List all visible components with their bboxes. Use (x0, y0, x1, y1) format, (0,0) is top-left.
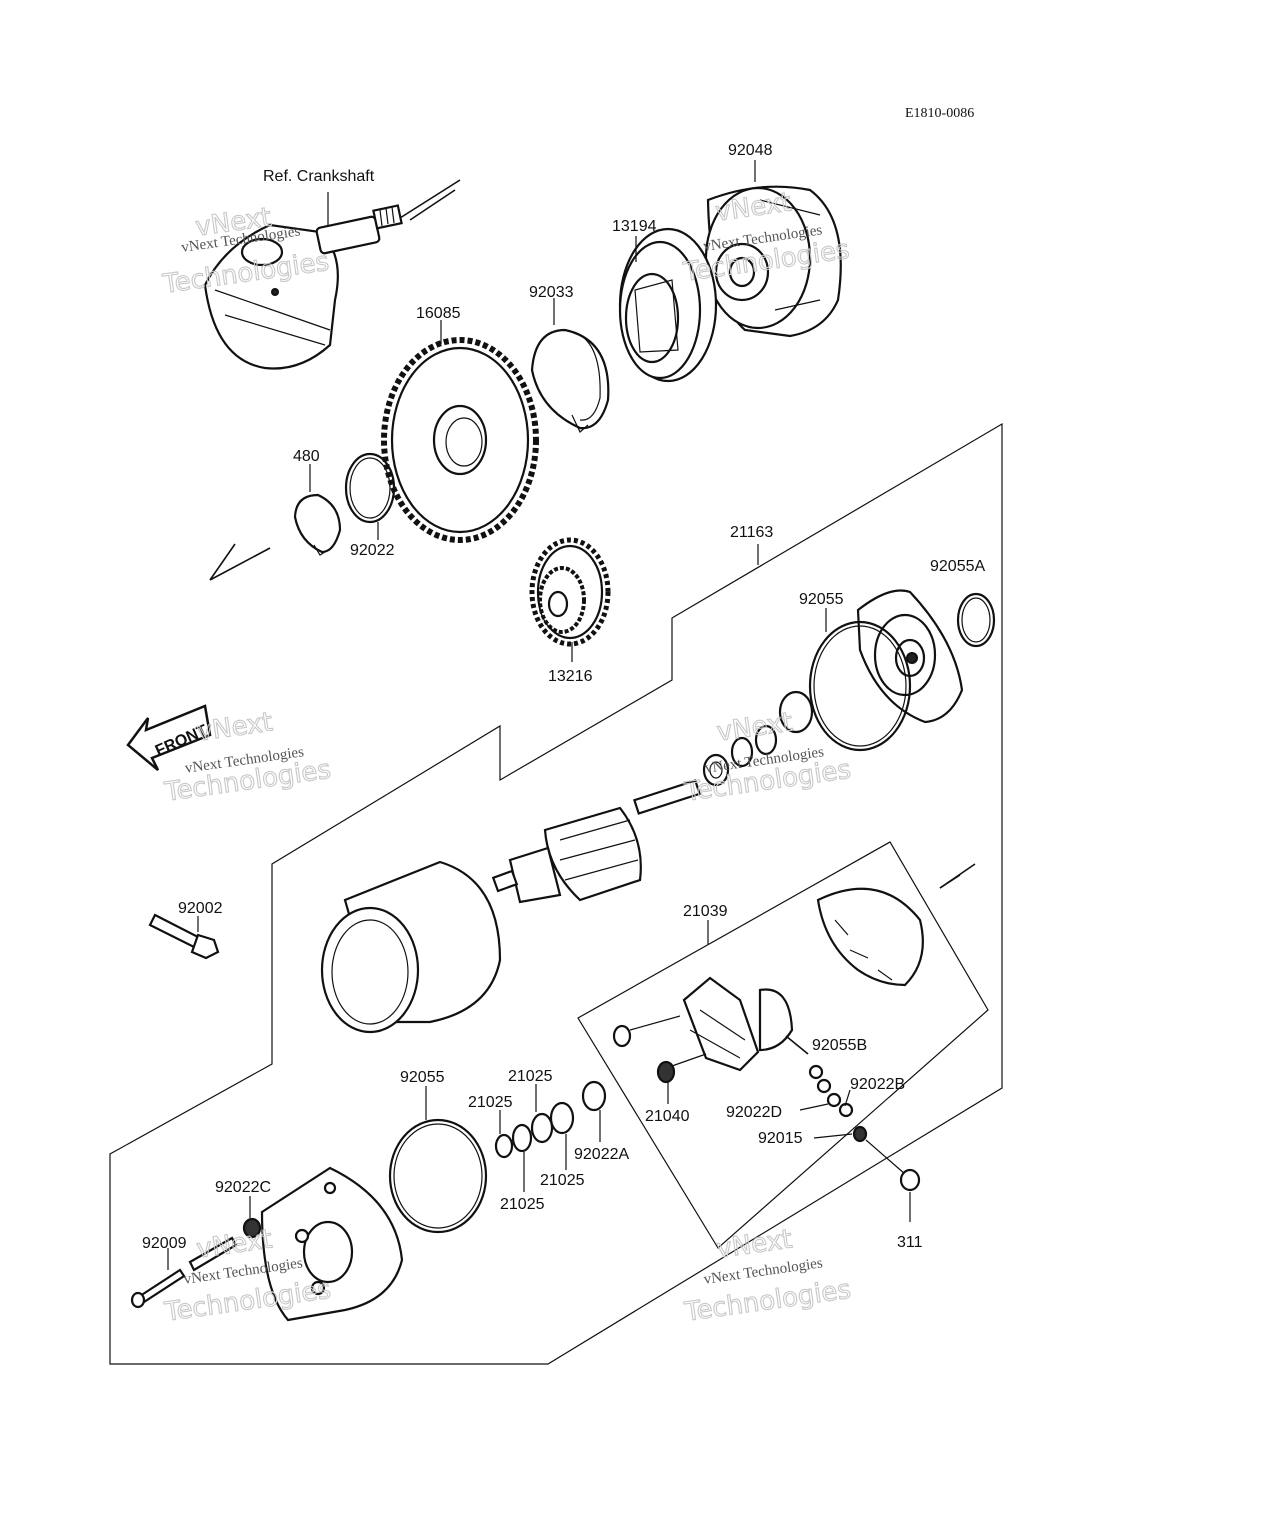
part-92048: 92048 (704, 142, 842, 338)
part-92055-bottom: 92055 (388, 1069, 488, 1234)
part-label-21025-b: 21025 (508, 1068, 553, 1085)
watermark: vNext vNext Technologies Technologies (682, 707, 854, 809)
part-brush-cover (816, 887, 924, 987)
part-label-92009: 92009 (142, 1235, 187, 1252)
part-front-cover (856, 589, 964, 724)
watermark: vNext vNext Technologies Technologies (682, 1224, 854, 1329)
part-yoke (320, 860, 502, 1034)
part-label-21025-c: 21025 (540, 1172, 585, 1189)
part-92022: 92022 (209, 452, 396, 581)
terminal-hardware: 92055B 92022B 92022D 92015 311 21040 (645, 1037, 923, 1251)
part-label-92048: 92048 (728, 142, 773, 159)
part-label-92055B: 92055B (812, 1037, 867, 1054)
part-brush-plate (612, 976, 809, 1084)
part-label-92055A: 92055A (930, 558, 985, 575)
part-label-92022C: 92022C (215, 1179, 271, 1196)
assembly-boundary-21163: 21163 (109, 422, 1003, 1365)
part-16085: 16085 (381, 305, 539, 543)
part-480: 480 (293, 448, 342, 556)
part-label-21025-a: 21025 (468, 1094, 513, 1111)
part-label-92055-bottom: 92055 (400, 1069, 445, 1086)
assembly-boundary-21039: 21039 (577, 841, 989, 1249)
part-label-92033: 92033 (529, 284, 574, 301)
part-label-13194: 13194 (612, 218, 657, 235)
diagram-code: E1810-0086 (905, 106, 974, 121)
part-label-16085: 16085 (416, 305, 461, 322)
part-label-92022D: 92022D (726, 1104, 782, 1121)
part-label-13216: 13216 (548, 668, 593, 685)
watermark: vNext vNext Technologies Technologies (162, 1224, 334, 1329)
part-label-21163: 21163 (730, 524, 773, 541)
part-label-21025-d: 21025 (500, 1196, 545, 1213)
part-92055A: 92055A (930, 558, 996, 648)
part-92002: 92002 (148, 900, 223, 960)
crankshaft-reference: Ref. Crankshaft (203, 168, 461, 370)
svg-text:vNext: vNext (715, 707, 794, 747)
part-92033: 92033 (529, 284, 610, 433)
part-label-21039: 21039 (683, 903, 728, 920)
svg-text:vNext: vNext (715, 1224, 794, 1264)
part-label-311: 311 (897, 1234, 923, 1251)
part-label-92015: 92015 (758, 1130, 803, 1147)
part-label-92022: 92022 (350, 542, 395, 559)
svg-text:vNext: vNext (195, 1224, 274, 1264)
part-92022C: 92022C (215, 1179, 271, 1239)
part-92009: 92009 (130, 1235, 238, 1309)
part-rear-cover (260, 1166, 404, 1322)
part-armature (491, 779, 701, 904)
part-label-92002: 92002 (178, 900, 223, 917)
part-92055-top: 92055 (799, 591, 912, 752)
part-13194: 13194 (612, 218, 718, 383)
part-label-92022B: 92022B (850, 1076, 905, 1093)
part-label-92022A: 92022A (574, 1146, 629, 1163)
part-label-21040: 21040 (645, 1108, 690, 1125)
ref-crankshaft-label: Ref. Crankshaft (263, 168, 375, 185)
part-label-92055-top: 92055 (799, 591, 844, 608)
armature-washers (702, 690, 814, 787)
part-label-480: 480 (293, 448, 320, 465)
part-13216: 13216 (529, 537, 611, 685)
part-21025-shims: 21025 21025 21025 21025 92022A (468, 1068, 629, 1213)
